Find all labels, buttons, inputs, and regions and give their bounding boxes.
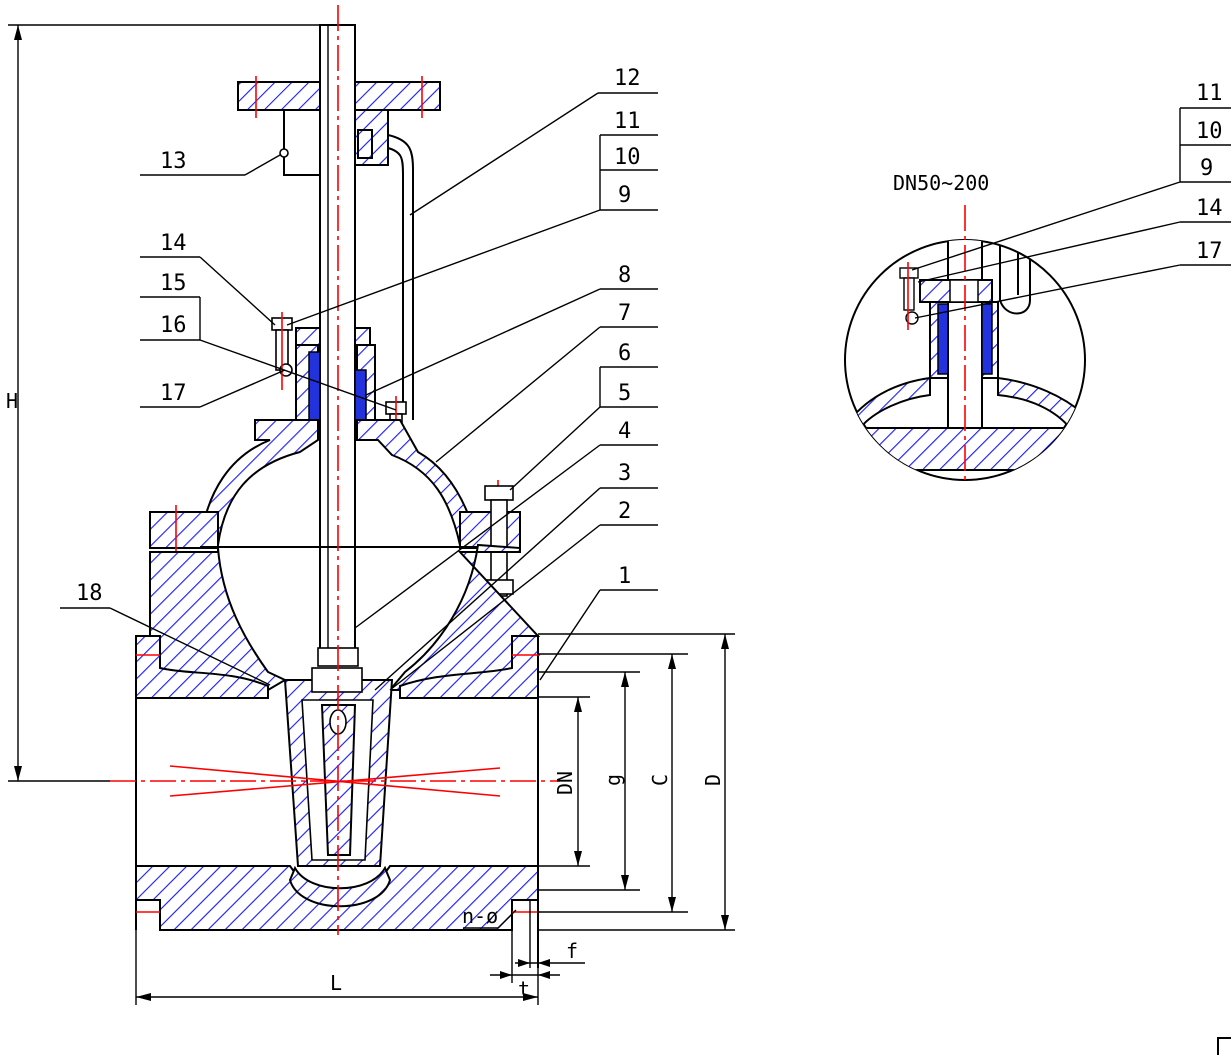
part-label-10: 10 (614, 145, 641, 170)
detail-label-17: 17 (1196, 239, 1223, 264)
dim-label-f: f (566, 939, 578, 963)
part-label-6: 6 (618, 341, 631, 366)
valve-body (135, 543, 541, 931)
dim-label-d: D (701, 774, 725, 786)
part-label-9: 9 (618, 183, 631, 208)
part-label-1: 1 (618, 564, 631, 589)
dim-label-h: H (6, 389, 18, 413)
part-label-16: 16 (160, 313, 187, 338)
part-label-3: 3 (618, 461, 631, 486)
detail-label-10: 10 (1196, 119, 1223, 144)
part-label-18: 18 (76, 581, 103, 606)
part-label-15: 15 (160, 271, 187, 296)
dim-label-n-phi: n-ø (462, 904, 498, 928)
dimension-labels: H DN g C D n-ø f t L (6, 389, 725, 1001)
part-label-12: 12 (614, 66, 641, 91)
part-label-17: 17 (160, 381, 187, 406)
dim-label-c: C (648, 774, 672, 786)
part-label-2: 2 (618, 499, 631, 524)
dim-label-l: L (330, 971, 342, 995)
part-label-8: 8 (618, 263, 631, 288)
part-label-5: 5 (618, 381, 631, 406)
part-label-14: 14 (160, 231, 187, 256)
part-label-7: 7 (618, 301, 631, 326)
dim-label-t: t (518, 977, 530, 1001)
main-view: 12 11 10 9 13 8 14 15 16 17 7 6 5 4 3 2 … (6, 5, 735, 1005)
part-labels-detail: 11 10 9 14 17 (1196, 81, 1223, 264)
detail-label-9: 9 (1200, 156, 1213, 181)
centerlines (110, 5, 560, 935)
dim-label-dn: DN (553, 771, 577, 795)
part-label-11: 11 (614, 109, 641, 134)
dim-label-g: g (601, 774, 625, 786)
part-label-4: 4 (618, 419, 631, 444)
part-labels-main: 12 11 10 9 13 8 14 15 16 17 7 6 5 4 3 2 … (76, 66, 641, 606)
detail-label-11: 11 (1196, 81, 1223, 106)
detail-view: DN50~200 11 1 (844, 81, 1231, 485)
detail-label-14: 14 (1196, 196, 1223, 221)
leaders-main (60, 92, 658, 691)
detail-title: DN50~200 (893, 171, 989, 195)
part-label-13: 13 (160, 149, 187, 174)
